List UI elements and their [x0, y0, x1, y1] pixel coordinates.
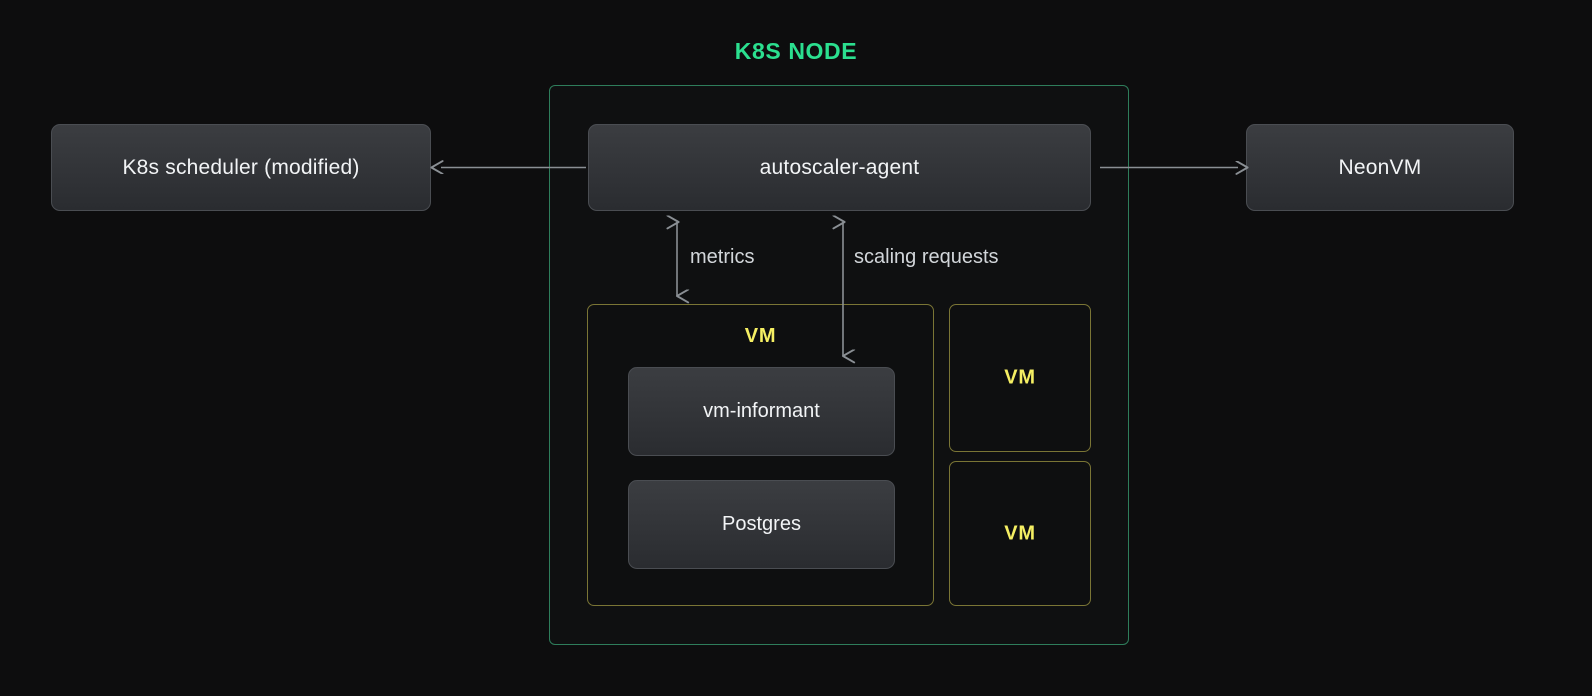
postgres-box[interactable]: Postgres	[628, 480, 895, 569]
edge-label-metrics: metrics	[690, 246, 755, 268]
vm-secondary-label-2: VM	[1004, 522, 1036, 544]
autoscaler-agent-box[interactable]: autoscaler-agent	[588, 124, 1091, 211]
vm-secondary-container-2[interactable]: VM	[949, 461, 1091, 606]
vm-secondary-label-1: VM	[1004, 366, 1036, 389]
neonvm-box[interactable]: NeonVM	[1246, 124, 1514, 211]
edge-label-scaling-requests: scaling requests	[854, 246, 999, 268]
page-title: K8S NODE	[734, 38, 858, 64]
vm-informant-box[interactable]: vm-informant	[628, 367, 895, 456]
vm-main-label: VM	[744, 325, 777, 347]
vm-main-container[interactable]: VM vm-informant Postgres	[587, 304, 934, 606]
k8s-scheduler-box[interactable]: K8s scheduler (modified)	[51, 124, 431, 211]
vm-secondary-container-1[interactable]: VM	[949, 304, 1091, 452]
